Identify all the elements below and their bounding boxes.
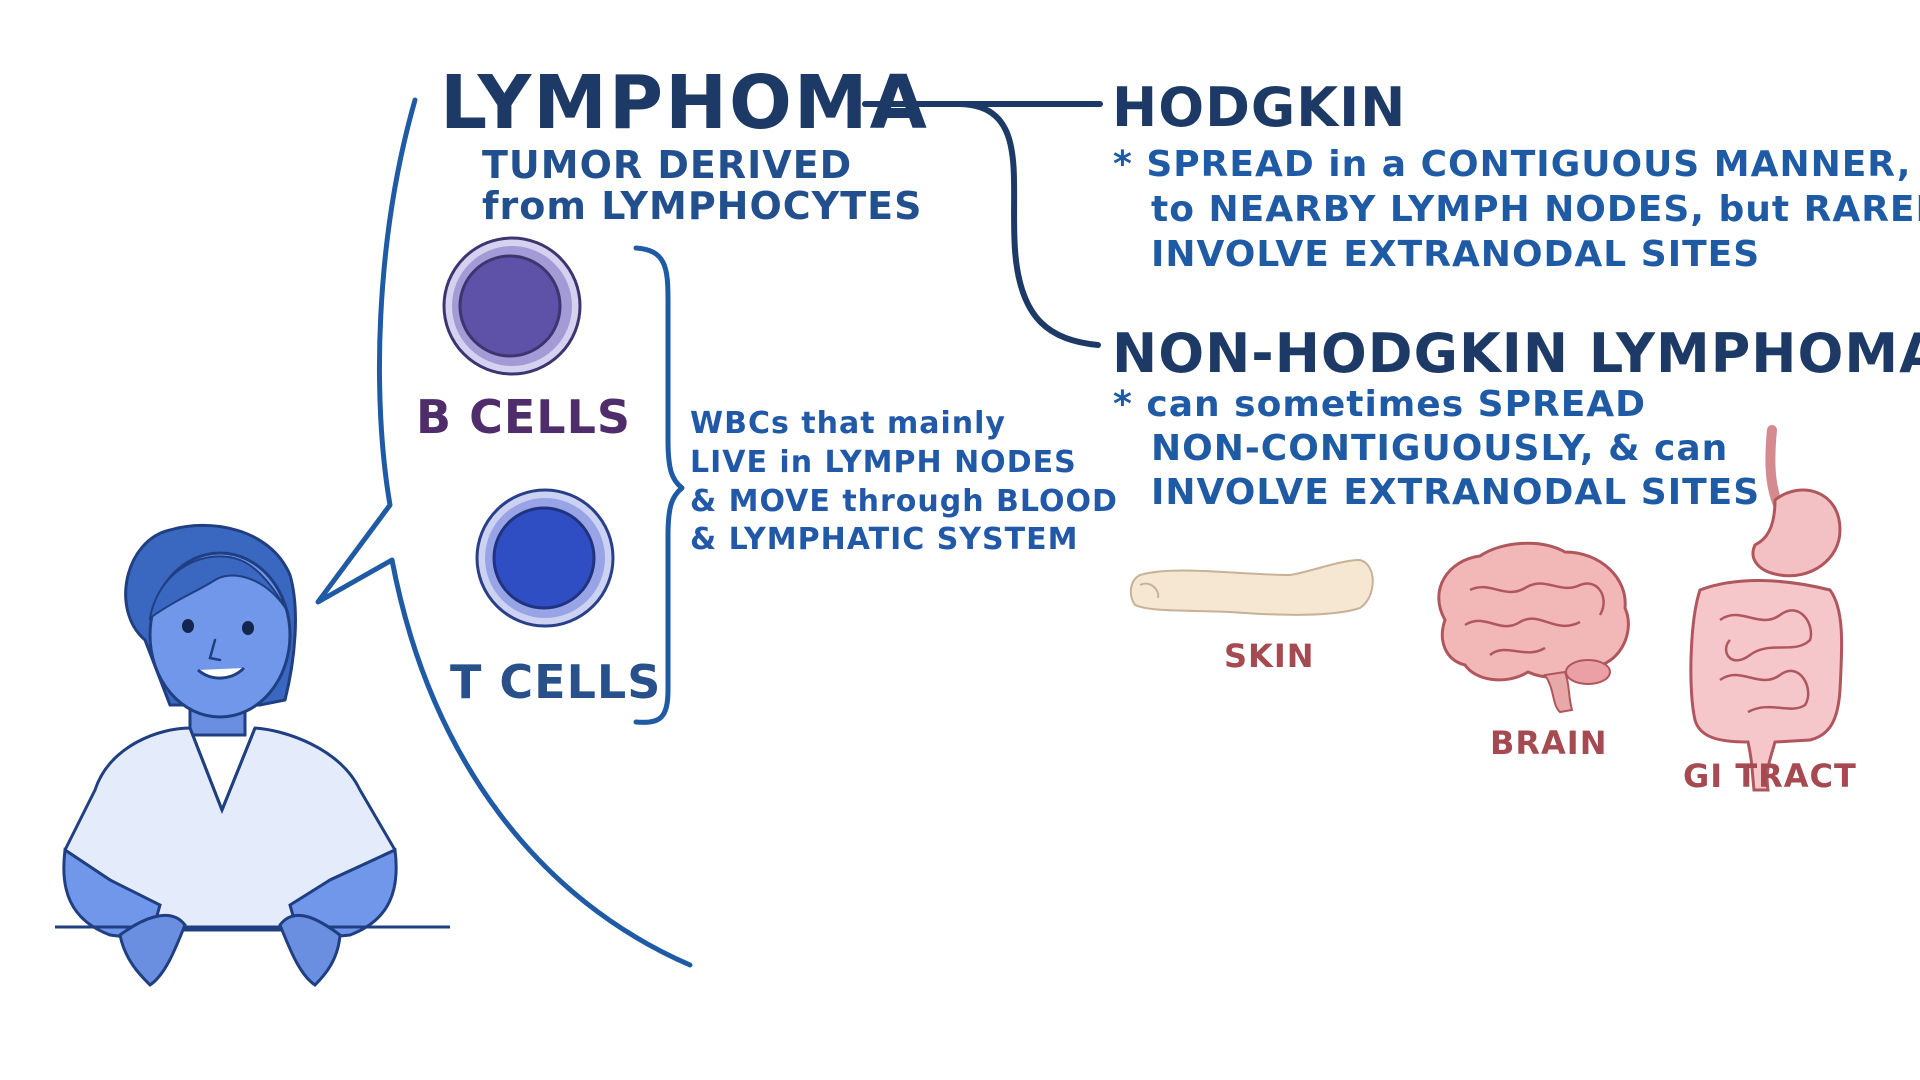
curly-brace — [633, 245, 685, 725]
skin-arm-icon — [1129, 558, 1374, 616]
wbc-note-line3: & MOVE through BLOOD — [690, 484, 1118, 519]
b-cell-icon — [442, 236, 582, 376]
lymphoma-definition-line1: TUMOR DERIVED — [482, 143, 853, 187]
non-hodgkin-note-line2: NON-CONTIGUOUSLY, & can — [1151, 428, 1729, 469]
non-hodgkin-title: NON-HODGKIN LYMPHOMA — [1112, 322, 1920, 385]
b-cells-label: B CELLS — [416, 390, 632, 444]
gi-tract-icon — [1689, 425, 1844, 792]
hodgkin-note-line1: * SPREAD in a CONTIGUOUS MANNER, — [1113, 144, 1912, 185]
speech-bubble-outline — [315, 97, 693, 968]
doctor-figure — [55, 523, 450, 987]
t-cells-label: T CELLS — [450, 655, 662, 709]
lymphoma-title: LYMPHOMA — [440, 60, 929, 146]
non-hodgkin-note-line1: * can sometimes SPREAD — [1113, 384, 1647, 425]
brain-icon — [1437, 541, 1630, 714]
wbc-note-line1: WBCs that mainly — [690, 406, 1006, 441]
brain-label: BRAIN — [1490, 724, 1608, 762]
hodgkin-note-line3: INVOLVE EXTRANODAL SITES — [1151, 234, 1761, 275]
gi-tract-label: GI TRACT — [1683, 757, 1857, 795]
wbc-note-line2: LIVE in LYMPH NODES — [690, 445, 1077, 480]
hodgkin-note-line2: to NEARBY LYMPH NODES, but RARELY — [1151, 189, 1920, 230]
t-cell-icon — [475, 488, 615, 628]
non-hodgkin-note-line3: INVOLVE EXTRANODAL SITES — [1151, 472, 1761, 513]
skin-label: SKIN — [1224, 637, 1315, 675]
lymphoma-definition-line2: from LYMPHOCYTES — [482, 184, 923, 228]
wbc-note-line4: & LYMPHATIC SYSTEM — [690, 522, 1079, 557]
connector-non-hodgkin — [957, 101, 1101, 348]
hodgkin-title: HODGKIN — [1112, 76, 1407, 139]
